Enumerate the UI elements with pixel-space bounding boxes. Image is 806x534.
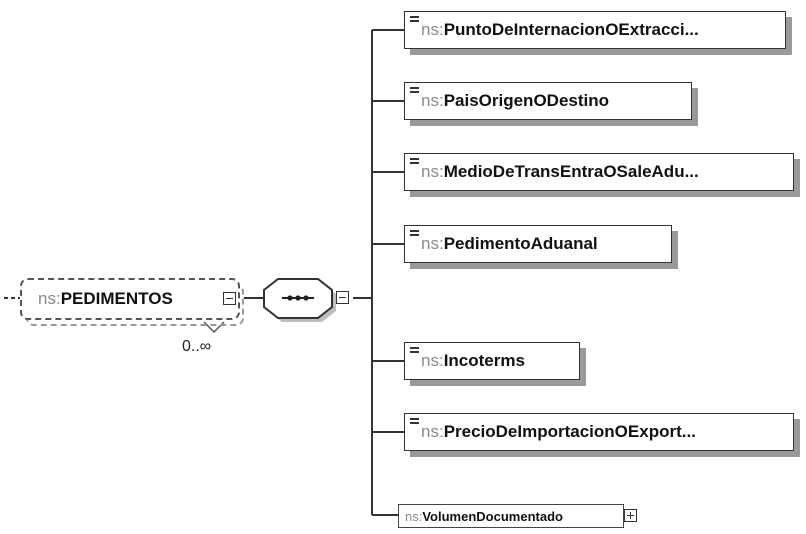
root-collapse-toggle[interactable] [223, 292, 236, 305]
child-name: VolumenDocumentado [422, 508, 563, 524]
element-content-icon [410, 347, 419, 355]
root-multiplicity: 0..∞ [182, 338, 212, 355]
child-element-pedimento-aduanal[interactable]: ns:PedimentoAduanal [404, 225, 672, 263]
child-name: PedimentoAduanal [443, 234, 598, 253]
root-prefix: ns: [38, 289, 61, 308]
child-element-incoterms[interactable]: ns:Incoterms [404, 342, 580, 380]
element-content-icon [410, 16, 419, 24]
child-element-medio[interactable]: ns:MedioDeTransEntraOSaleAdu... [404, 153, 794, 191]
volumen-expand-toggle[interactable] [624, 509, 637, 522]
element-content-icon [410, 418, 419, 426]
sequence-collapse-toggle[interactable] [336, 291, 349, 304]
element-content-icon [410, 158, 419, 166]
element-content-icon [410, 230, 419, 238]
child-name: PuntoDeInternacionOExtracci... [443, 20, 699, 39]
element-content-icon [410, 87, 419, 95]
root-element-pedimentos[interactable]: ns:PEDIMENTOS [20, 278, 240, 320]
child-element-punto[interactable]: ns:PuntoDeInternacionOExtracci... [404, 11, 786, 49]
child-element-pais[interactable]: ns:PaisOrigenODestino [404, 82, 692, 120]
child-name: MedioDeTransEntraOSaleAdu... [443, 162, 699, 181]
root-name: PEDIMENTOS [60, 289, 173, 308]
child-name: PaisOrigenODestino [443, 91, 610, 110]
child-element-volumen[interactable]: ns:VolumenDocumentado [398, 504, 624, 528]
child-name: PrecioDeImportacionOExport... [443, 422, 696, 441]
child-element-precio[interactable]: ns:PrecioDeImportacionOExport... [404, 413, 794, 451]
child-name: Incoterms [443, 351, 525, 370]
